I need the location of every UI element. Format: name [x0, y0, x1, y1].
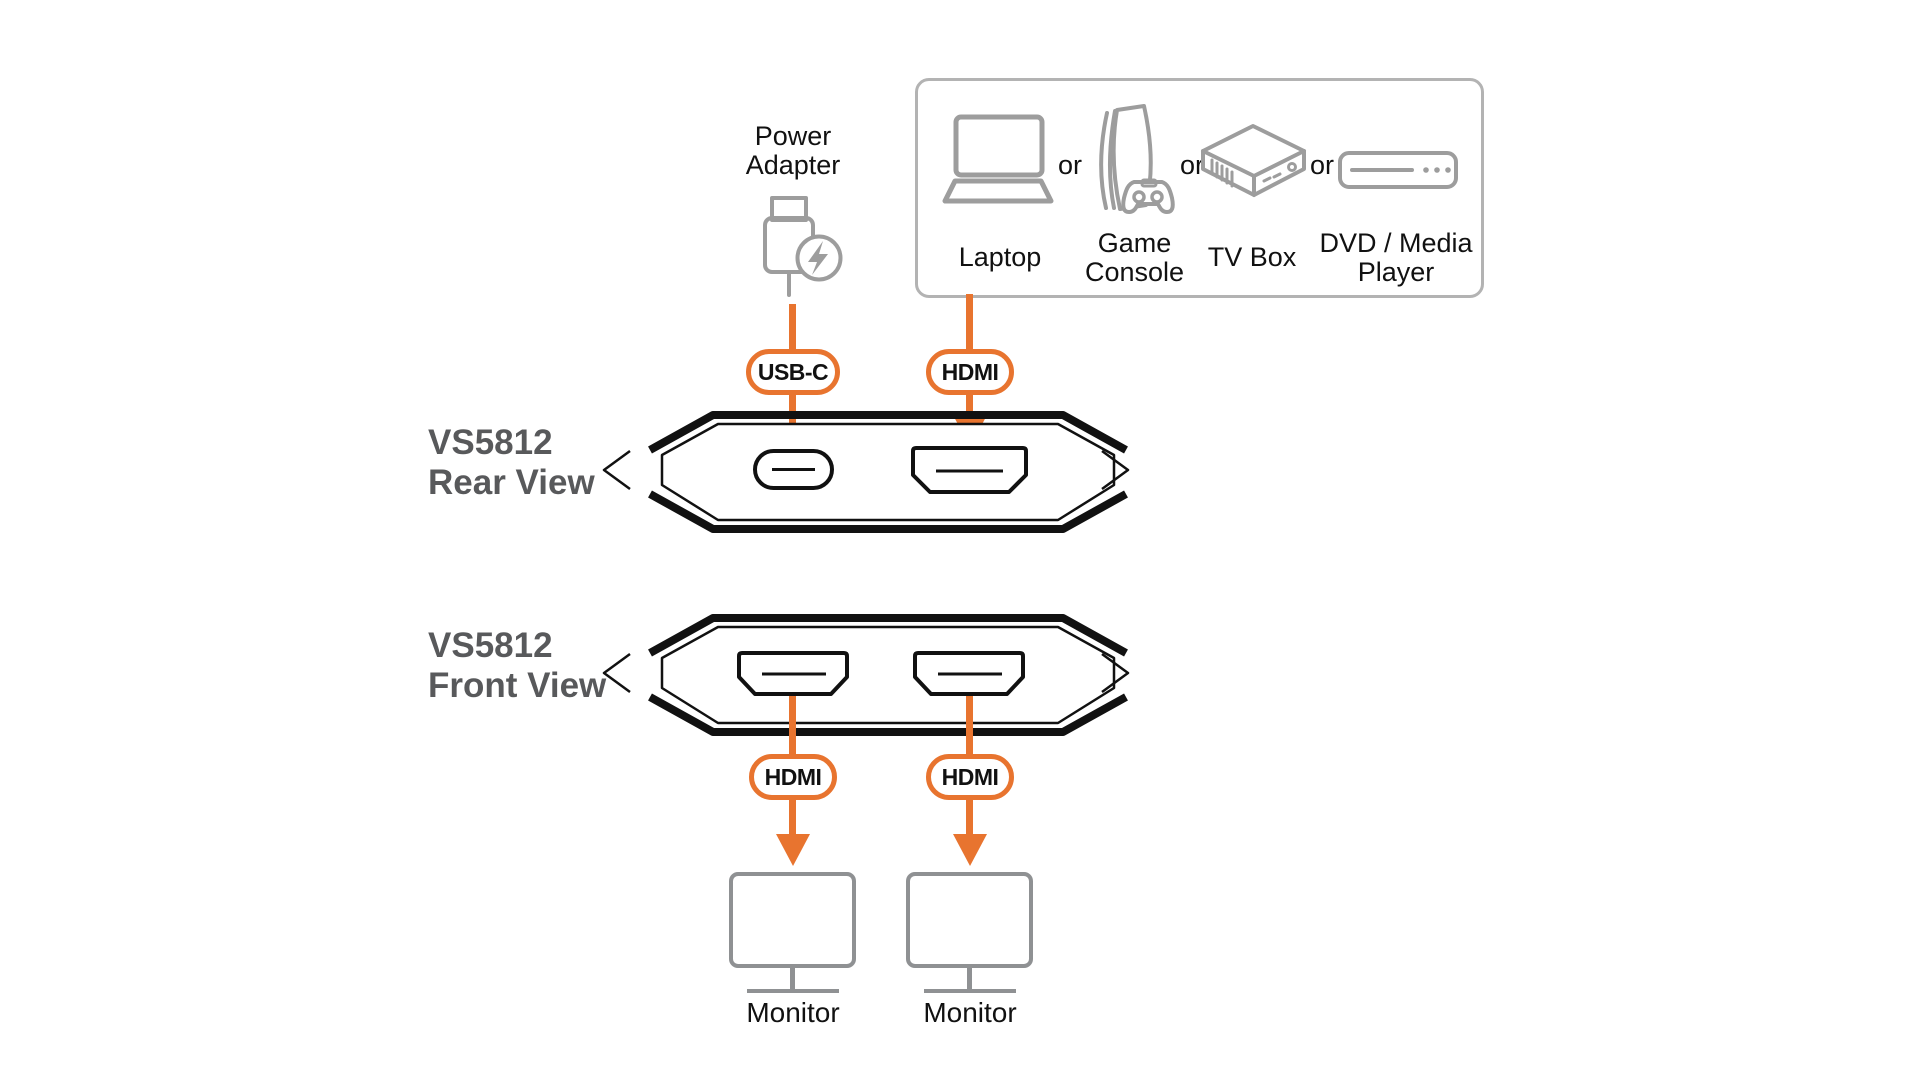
or-label-3: or	[1309, 150, 1334, 180]
monitor-base-1	[747, 989, 839, 993]
source-label-dvd-player: DVD / Media Player	[1319, 228, 1473, 287]
laptop-icon	[942, 114, 1054, 204]
game-console-icon	[1099, 104, 1175, 214]
dvd-media-player-icon	[1338, 151, 1458, 189]
device-front-model: VS5812	[428, 626, 553, 665]
monitor-base-2	[924, 989, 1016, 993]
power-adapter-icon	[763, 196, 843, 297]
source-hdmi-cable-line-lower	[966, 395, 973, 417]
source-label-game-console: Game Console	[1084, 228, 1185, 287]
tv-box-icon	[1201, 124, 1306, 197]
hdmi-output-port-2	[913, 651, 1025, 696]
device-front-illustration	[602, 614, 1130, 736]
device-rear-illustration	[602, 411, 1130, 533]
device-rear-label: VS5812 Rear View	[428, 423, 595, 503]
monitor1-cable-line-lower	[789, 800, 796, 836]
lightning-bolt-icon	[808, 241, 828, 275]
hdmi-connector-badge-rear: HDMI	[926, 349, 1014, 395]
hdmi-connector-badge-out2: HDMI	[926, 754, 1014, 800]
monitor2-arrow	[953, 834, 987, 866]
or-label-1: or	[1057, 150, 1082, 180]
device-rear-model: VS5812	[428, 423, 553, 462]
monitor1-cable-line	[789, 696, 796, 754]
power-adapter-label: Power Adapter	[745, 121, 841, 180]
monitor-icon-2	[906, 872, 1033, 968]
hdmi-input-port	[911, 446, 1028, 494]
monitor-stand-1	[790, 968, 795, 989]
source-hdmi-cable-line	[966, 294, 973, 349]
hdmi-output-port-1	[737, 651, 849, 696]
source-label-laptop: Laptop	[958, 242, 1042, 272]
usb-c-port	[753, 449, 834, 490]
monitor-label-2: Monitor	[923, 997, 1017, 1028]
monitor2-cable-line	[966, 696, 973, 754]
device-front-view: Front View	[428, 666, 607, 705]
monitor-label-1: Monitor	[746, 997, 840, 1028]
device-rear-view: Rear View	[428, 463, 595, 502]
monitor1-arrow	[776, 834, 810, 866]
monitor2-cable-line-lower	[966, 800, 973, 836]
device-front-label: VS5812 Front View	[428, 626, 606, 706]
power-cable-line	[789, 304, 796, 349]
source-label-tv-box: TV Box	[1207, 242, 1297, 272]
hdmi-connector-badge-out1: HDMI	[749, 754, 837, 800]
monitor-icon-1	[729, 872, 856, 968]
monitor-stand-2	[967, 968, 972, 989]
usb-c-connector-badge: USB-C	[746, 349, 840, 395]
or-label-2: or	[1179, 150, 1204, 180]
